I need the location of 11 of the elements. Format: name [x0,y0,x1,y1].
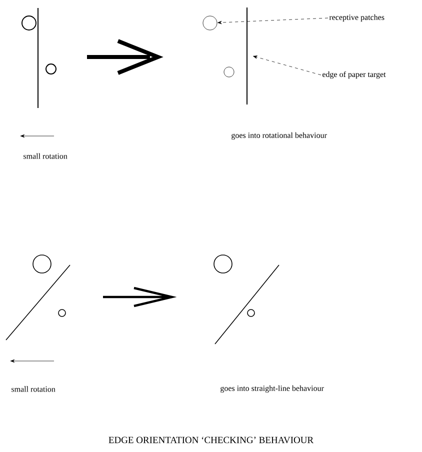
leader-line [218,18,328,24]
callout-text: edge of paper target [322,71,386,79]
callout-text: receptive patches [329,14,384,22]
paper-edge-line [246,8,248,104]
leader-line [253,56,322,76]
receptive-patch [202,16,218,30]
figure-caption: EDGE ORIENTATION ‘CHECKING’ BEHAVIOUR [108,436,314,444]
caption-text: goes into straight-line behaviour [220,385,324,393]
caption-text: goes into rotational behaviour [232,132,327,140]
caption-text: small rotation [12,386,56,392]
caption-text: small rotation [24,153,68,159]
